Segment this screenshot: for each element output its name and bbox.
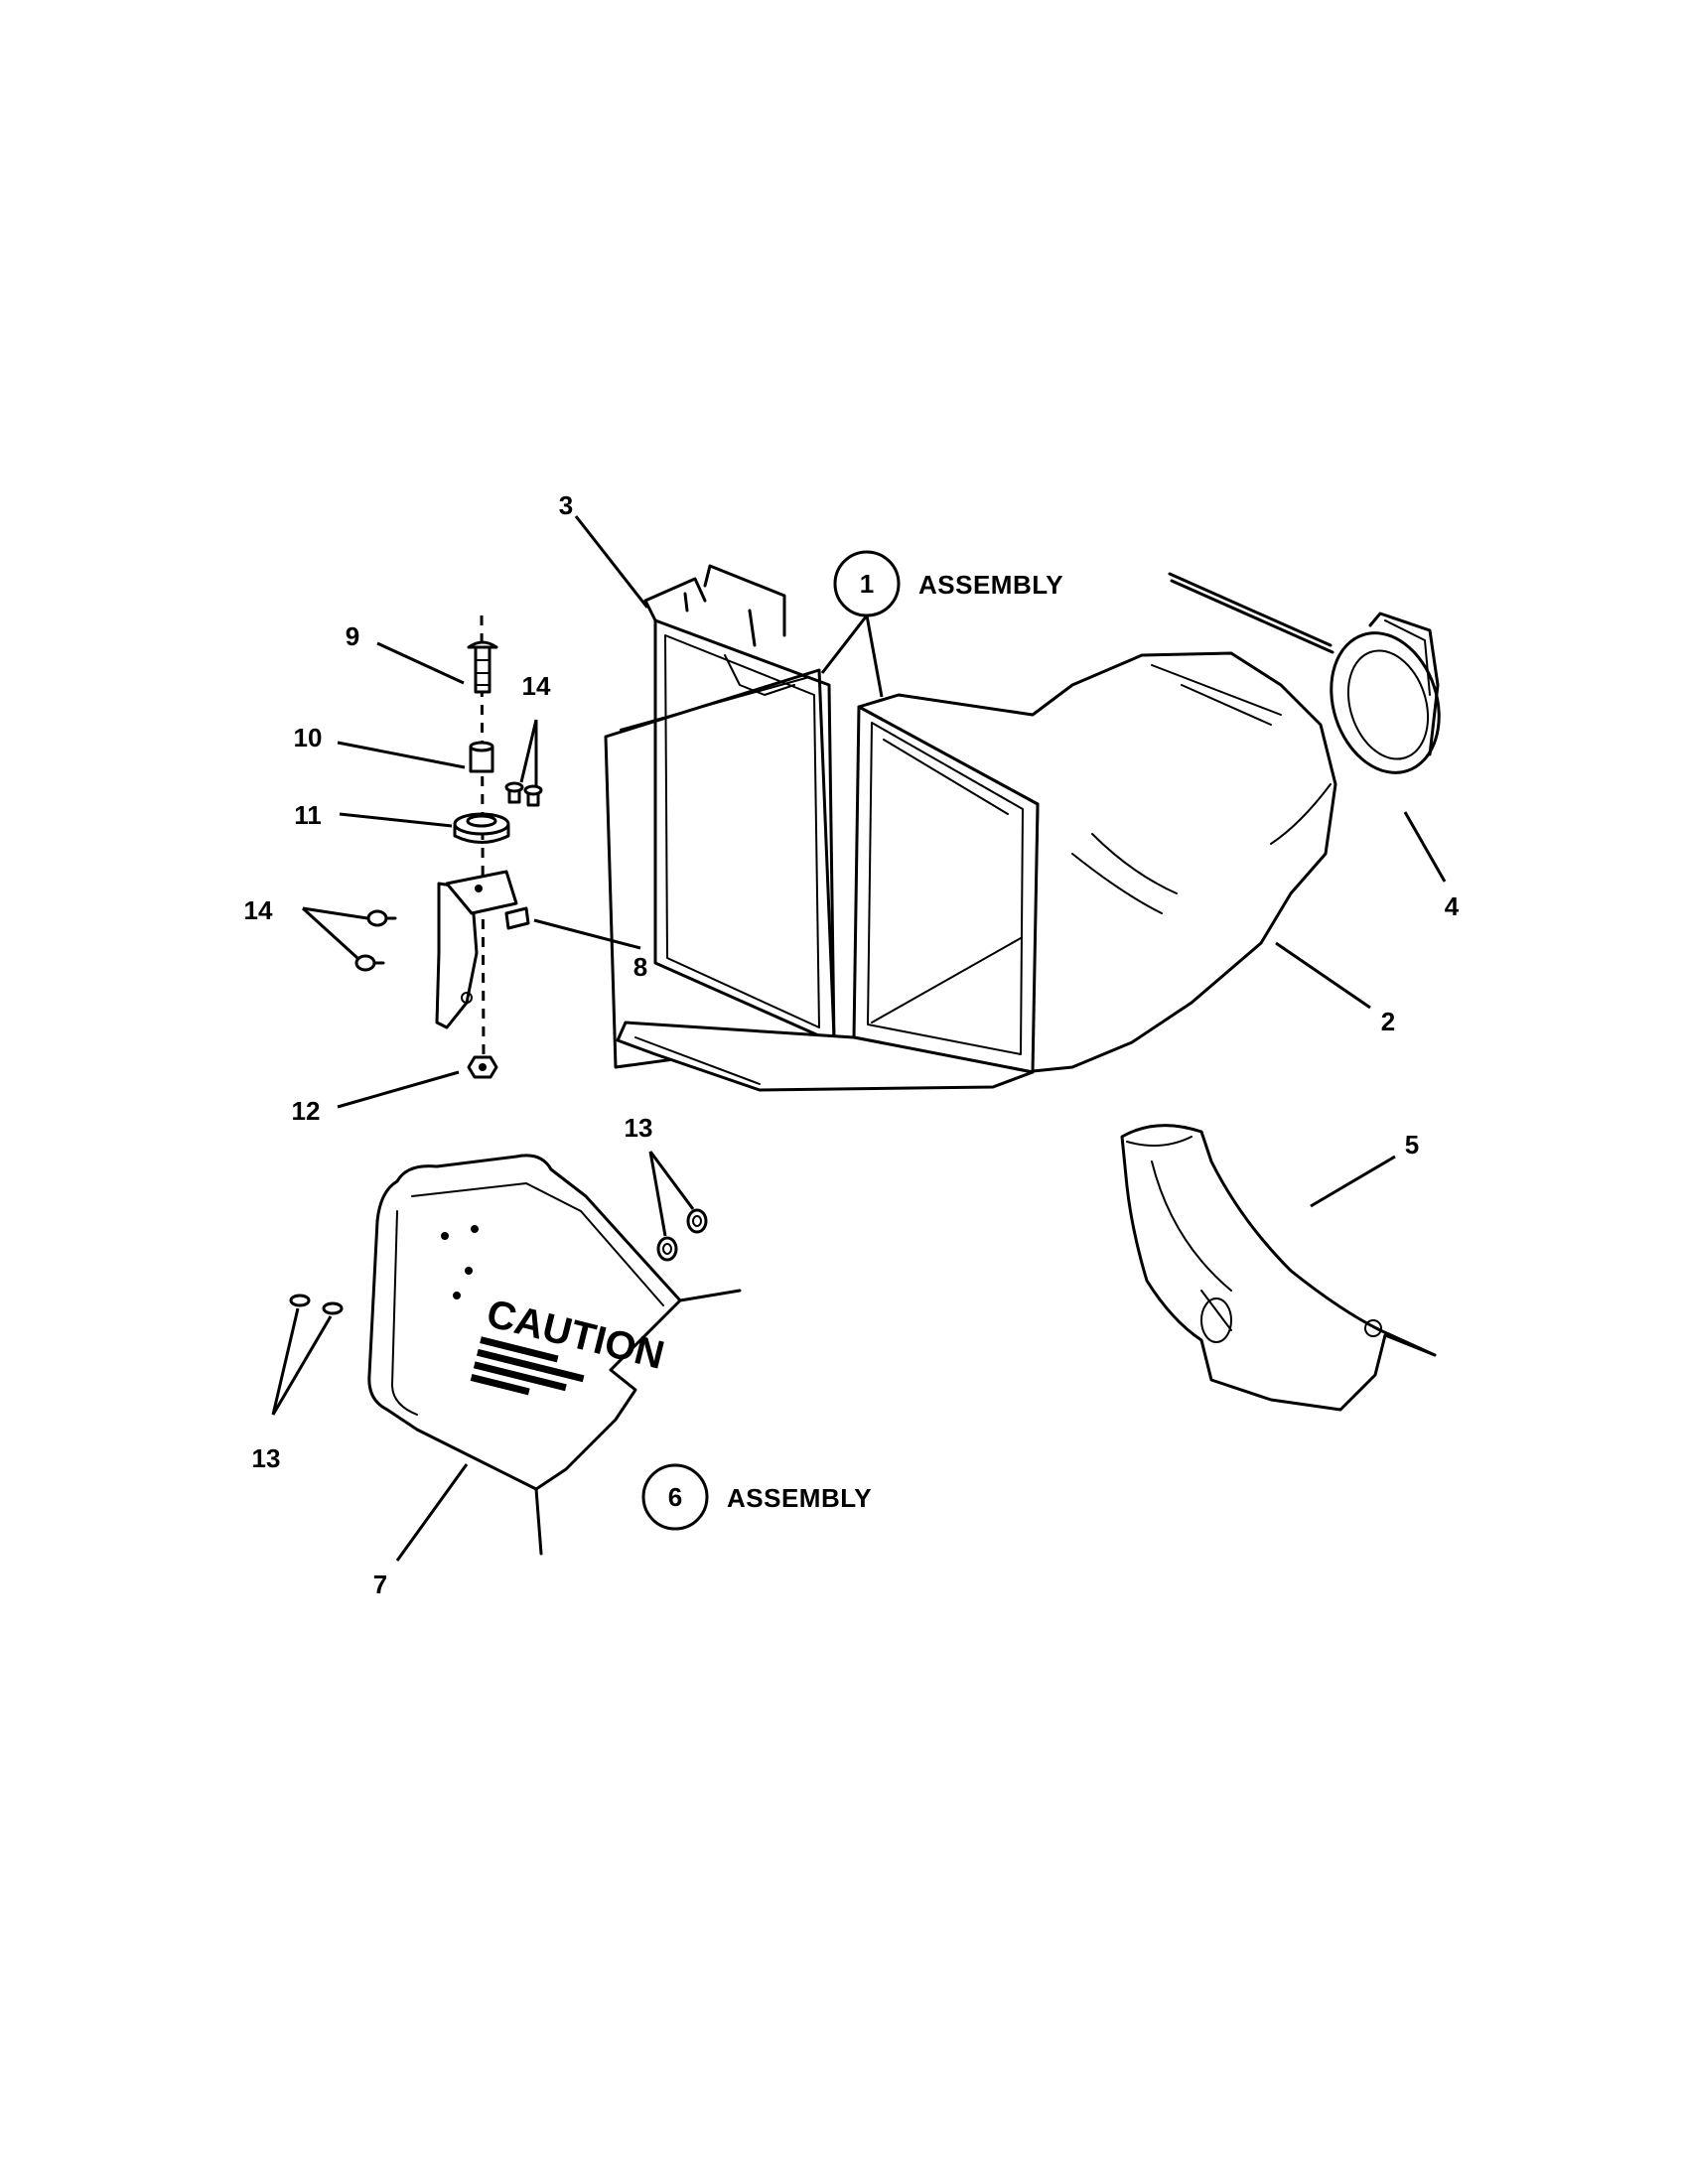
hardware-stack	[435, 614, 530, 1079]
part-14-screws-upper	[504, 781, 543, 807]
callout-14-upper: 14	[522, 671, 551, 701]
callout-7: 7	[373, 1570, 387, 1599]
part-13-nuts-lower	[289, 1294, 344, 1315]
callout-circle-6	[641, 1463, 709, 1531]
callout-9: 9	[346, 621, 359, 651]
leader-lines	[271, 515, 1447, 1562]
callout-4: 4	[1445, 891, 1460, 921]
callout-1: 1	[860, 569, 874, 599]
assembly-label-1: ASSEMBLY	[918, 570, 1063, 600]
part-14-screws-lower	[354, 909, 397, 972]
callout-circle-1	[833, 550, 901, 617]
decal-text-block	[470, 1336, 585, 1396]
callout-12: 12	[292, 1096, 321, 1126]
callout-2: 2	[1381, 1007, 1395, 1036]
part-4-ring-rod	[1168, 572, 1441, 774]
part-5-discharge-chute	[1120, 1124, 1437, 1412]
part-12-nut	[467, 1055, 498, 1079]
callout-6: 6	[668, 1482, 682, 1512]
assembly-label-6: ASSEMBLY	[727, 1483, 872, 1513]
part-2-grass-bag	[616, 651, 1337, 1092]
callouts: 1 ASSEMBLY 6 ASSEMBLY 2 3 4 5 7 8 9 10 1…	[244, 490, 1460, 1599]
part-10-bushing	[469, 741, 494, 773]
callout-13-upper: 13	[625, 1113, 653, 1143]
part-13-nuts-upper	[656, 1208, 708, 1262]
part-11-washer	[453, 812, 510, 844]
part-7-deflector: CAUTION	[367, 1154, 742, 1556]
part-8-bracket	[435, 870, 530, 1029]
callout-3: 3	[559, 490, 573, 520]
callout-13-lower: 13	[252, 1443, 281, 1473]
callout-5: 5	[1405, 1130, 1419, 1160]
callout-14-lower: 14	[244, 895, 273, 925]
callout-8: 8	[633, 952, 647, 982]
callout-10: 10	[294, 723, 323, 752]
part-3-bag-frame	[604, 564, 836, 1069]
part-9-bolt	[467, 640, 498, 694]
callout-11: 11	[294, 800, 322, 830]
